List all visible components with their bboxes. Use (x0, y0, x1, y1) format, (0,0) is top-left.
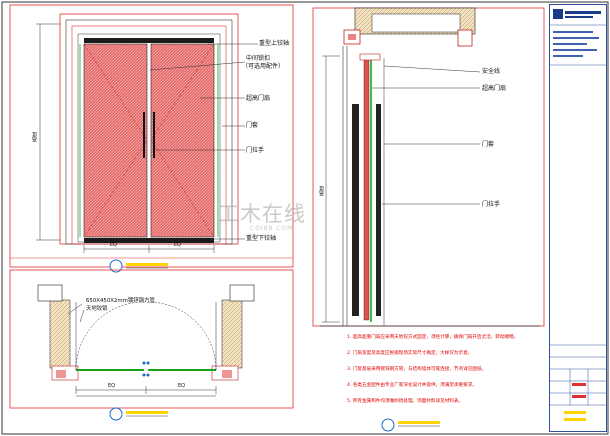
label-handle: 门拉手 (246, 147, 265, 154)
label-top-hinge: 重型上铰轴 (259, 40, 290, 47)
label-middle-lock-note: （可选用配件） (242, 63, 285, 70)
label-door-frame: 门套 (246, 122, 259, 129)
watermark-sub: COI88.COM (250, 225, 294, 232)
title-block (549, 4, 607, 432)
plan-note-hinge: 天地铰锁 (86, 306, 108, 312)
label-bottom-hinge: 重型下铰轴 (246, 235, 277, 242)
plan-note-tube: 650X450X2mm镀锌钢方管 (86, 298, 155, 304)
door-elevation (9, 4, 294, 273)
note-4: 4. 各类五金配件由专业厂家深化设计并提供，须满足承重要求。 (347, 383, 477, 388)
plan-dim-eq-right: EQ (178, 383, 186, 389)
dim-eq-right: EQ (174, 242, 182, 248)
dim-height-section: 高度 (319, 186, 325, 196)
label-door-leaf: 超高门扇 (246, 95, 271, 102)
label-middle-lock: 中间锁扣 (246, 55, 271, 62)
label-section-door-leaf: 超高门扇 (482, 85, 507, 92)
watermark: 工木在线 (218, 202, 306, 226)
dim-eq-left: EQ (110, 242, 118, 248)
label-section-handle: 门拉手 (482, 201, 501, 208)
label-safety-line: 安全线 (482, 68, 501, 75)
label-section-door-frame: 门套 (482, 141, 495, 148)
door-section (312, 7, 545, 432)
note-5: 5. 所有金属构件均须做防锈处理，饰面材料详见材料表。 (347, 399, 464, 404)
door-plan (9, 269, 294, 421)
note-2: 2. 门扇宽度及高度应根据现场实际尺寸确定，大样仅为示意。 (347, 351, 473, 356)
title-block-graphic (550, 9, 606, 421)
plan-dim-eq-left: EQ (108, 383, 116, 389)
note-1: 1. 超高超重门扇应采用天地铰方式固定，须经计算，确保门扇开启灵活、转动顺畅。 (347, 335, 519, 340)
dim-height-elevation: 高度 (32, 132, 38, 142)
note-3: 3. 门套基层采用镀锌钢方管，与结构墙体可靠连接，节点详见图纸。 (347, 367, 487, 372)
